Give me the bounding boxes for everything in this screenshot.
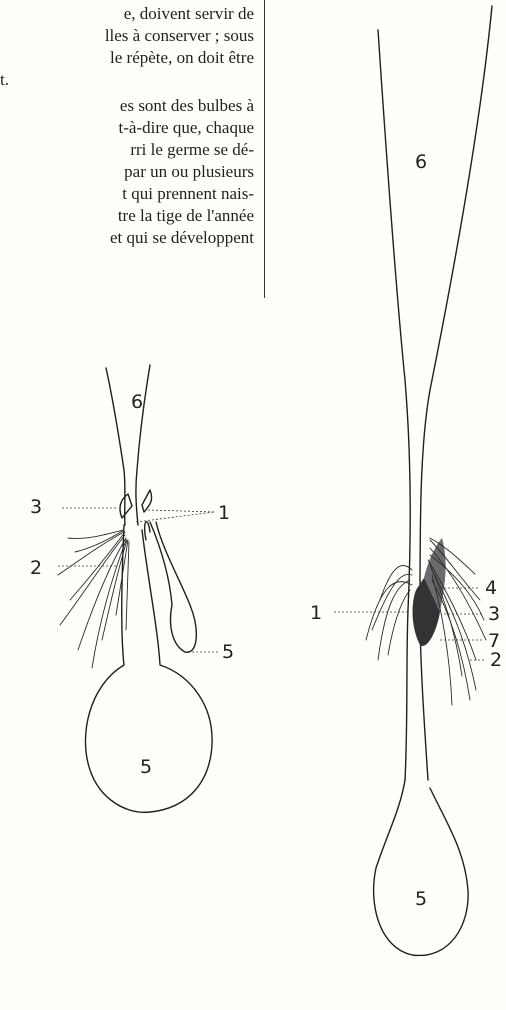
- leader-line: [136, 512, 214, 522]
- right-stem-outline: [378, 30, 410, 780]
- left-sheath: [142, 490, 152, 512]
- left-roots: [58, 530, 129, 668]
- left-label-3: 3: [30, 496, 42, 518]
- right-label-3: 3: [488, 603, 500, 625]
- left-label-6: 6: [131, 391, 143, 413]
- left-sheath: [120, 494, 132, 518]
- right-label-5-bulb: 5: [415, 888, 427, 910]
- left-bulb-figure: 6 3 2 1 5 5: [30, 365, 234, 812]
- leader-line: [148, 510, 214, 512]
- left-sheath: [145, 522, 150, 540]
- right-bulb-figure: 6 4 1 3 7 2 5: [310, 6, 502, 955]
- right-stem-outline: [420, 6, 492, 780]
- right-label-4: 4: [485, 577, 497, 599]
- left-label-2: 2: [30, 557, 42, 579]
- left-label-1: 1: [218, 502, 230, 524]
- left-label-5-bulb: 5: [140, 756, 152, 778]
- right-bulb-outline: [374, 780, 469, 955]
- left-label-5-small: 5: [222, 641, 234, 663]
- right-label-6: 6: [415, 151, 427, 173]
- right-roots-left: [366, 565, 412, 660]
- right-label-2: 2: [490, 649, 502, 671]
- left-stem-outline: [136, 365, 150, 525]
- right-label-1: 1: [310, 602, 322, 624]
